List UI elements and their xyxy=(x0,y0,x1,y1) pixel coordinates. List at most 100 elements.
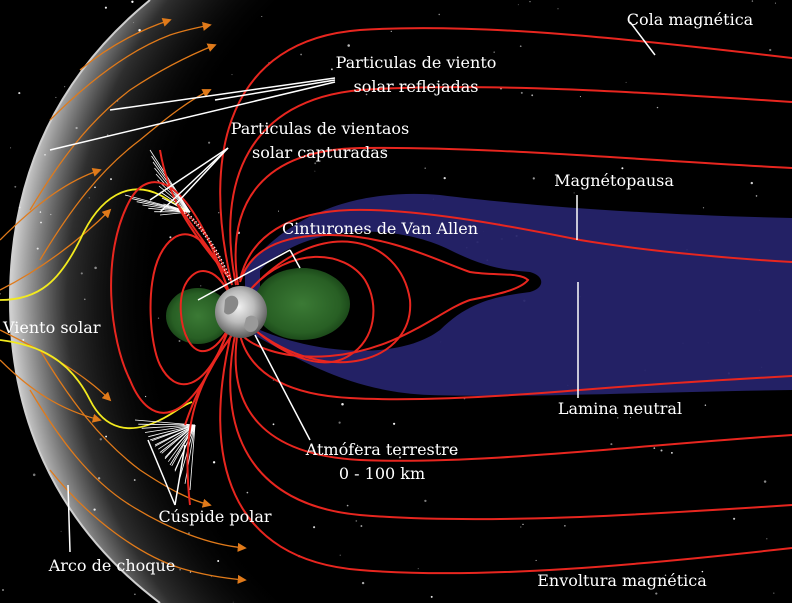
star xyxy=(621,167,624,170)
solar-wind-lines xyxy=(0,17,247,584)
cusp-ray xyxy=(154,424,196,447)
star xyxy=(189,571,192,573)
star xyxy=(179,569,181,571)
star xyxy=(338,421,341,424)
star xyxy=(2,589,4,591)
cusp-ray xyxy=(144,424,196,433)
star xyxy=(520,91,523,94)
star xyxy=(210,576,212,578)
star xyxy=(94,266,97,270)
star xyxy=(390,30,392,33)
star xyxy=(769,48,772,52)
star xyxy=(14,185,17,188)
label-atmosfera-line2: 0 - 100 km xyxy=(339,464,425,483)
cusp-ray xyxy=(154,167,191,213)
star xyxy=(278,210,279,212)
star xyxy=(454,452,458,455)
star xyxy=(94,186,96,189)
star xyxy=(50,213,52,216)
star xyxy=(188,532,190,534)
label-reflejadas-line1: Particulas de viento xyxy=(336,53,497,72)
star xyxy=(383,150,385,152)
earth xyxy=(215,286,267,338)
label-viento-solar: Viento solar xyxy=(2,318,101,337)
label-capturadas-line1: Particulas de vientaos xyxy=(231,119,410,138)
star xyxy=(169,236,172,239)
star xyxy=(438,13,440,16)
star xyxy=(653,447,656,449)
star xyxy=(60,530,62,532)
star xyxy=(93,508,96,511)
star xyxy=(313,526,316,529)
star xyxy=(493,51,495,53)
star xyxy=(32,473,36,477)
magnetic-field-lines xyxy=(110,27,792,575)
star xyxy=(664,574,667,576)
star xyxy=(360,525,363,527)
star xyxy=(40,221,42,224)
cusp-ray xyxy=(148,424,196,438)
star xyxy=(531,94,534,97)
star xyxy=(218,212,220,214)
cusp-ray xyxy=(189,424,196,491)
star xyxy=(22,338,25,341)
star xyxy=(18,206,21,209)
star xyxy=(424,167,426,169)
star xyxy=(392,422,396,425)
star xyxy=(520,526,522,528)
star xyxy=(361,581,365,585)
star xyxy=(105,435,108,438)
star xyxy=(178,340,181,342)
star xyxy=(212,461,216,464)
cusp-ray xyxy=(158,424,196,450)
label-van-allen: Cinturones de Van Allen xyxy=(282,219,478,238)
star xyxy=(625,81,627,83)
star xyxy=(774,2,776,4)
star xyxy=(579,96,581,98)
star xyxy=(314,170,316,172)
captured-wind-lines xyxy=(0,188,193,429)
star xyxy=(200,285,202,287)
van-allen-belt-left xyxy=(166,288,230,344)
star xyxy=(157,317,160,319)
star xyxy=(133,22,135,24)
star xyxy=(532,177,535,180)
star xyxy=(660,449,663,452)
star xyxy=(755,195,758,197)
star xyxy=(306,149,309,152)
label-reflejadas-line2: solar reflejadas xyxy=(354,77,479,96)
star xyxy=(557,8,559,10)
star xyxy=(517,4,519,6)
label-envoltura-magnetica: Envoltura magnética xyxy=(537,571,707,590)
star xyxy=(84,298,86,301)
star xyxy=(55,96,57,98)
label-atmosfera-line1: Atmófera terrestre xyxy=(305,440,459,459)
star xyxy=(417,568,419,570)
star xyxy=(670,451,673,454)
star xyxy=(339,554,341,556)
star xyxy=(0,292,1,295)
star xyxy=(490,59,492,61)
label-arco-de-choque: Arco de choque xyxy=(48,556,176,575)
star xyxy=(88,197,90,199)
star xyxy=(763,480,767,483)
star xyxy=(36,247,39,250)
label-lamina-neutral: Lamina neutral xyxy=(558,399,682,418)
star xyxy=(733,517,736,520)
label-cola-magnetica: Cola magnética xyxy=(627,10,754,29)
star xyxy=(18,92,21,95)
cusp-stream-red xyxy=(184,211,233,286)
star xyxy=(424,499,427,503)
star xyxy=(319,133,322,136)
star xyxy=(365,93,368,96)
star xyxy=(272,423,275,426)
star xyxy=(443,176,446,180)
star xyxy=(399,456,401,459)
star xyxy=(535,559,537,561)
star xyxy=(217,560,220,562)
star xyxy=(39,211,42,213)
star xyxy=(99,438,102,441)
star xyxy=(704,404,707,406)
star xyxy=(75,126,78,130)
